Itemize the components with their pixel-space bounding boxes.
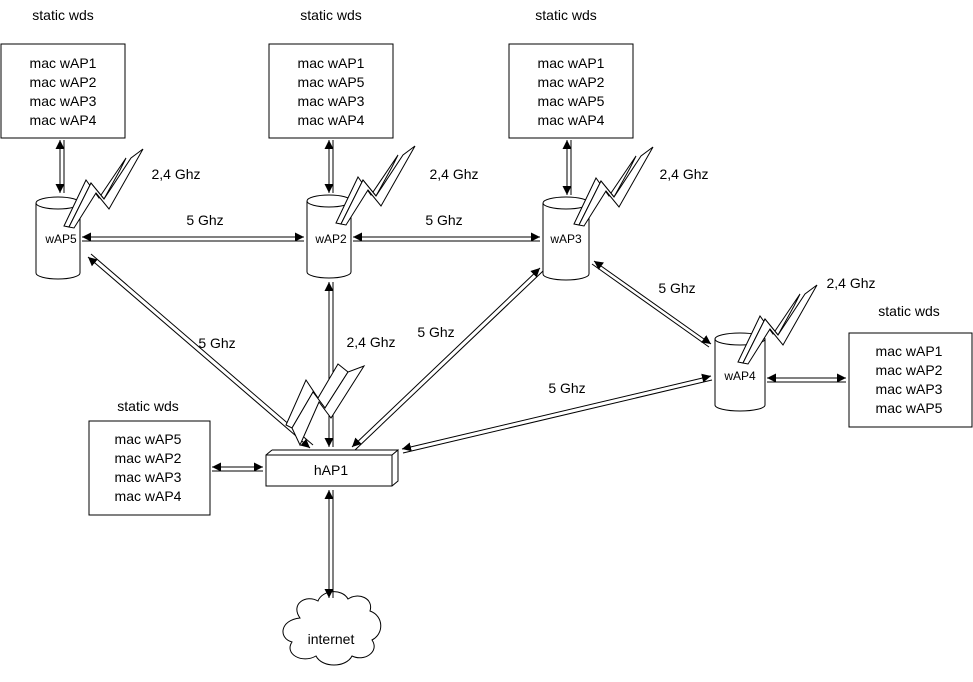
- radio-wap4-icon: [737, 284, 818, 365]
- link-wap5-wap2: [82, 232, 304, 242]
- device-label-wap5: wAP5: [44, 232, 77, 246]
- wds-entry: mac wAP5: [538, 93, 605, 109]
- link-label-wap3-wap4: 5 Ghz: [658, 280, 695, 296]
- wds-title: static wds: [535, 7, 596, 23]
- wds-entry: mac wAP1: [30, 55, 97, 71]
- device-wap5: wAP5: [35, 196, 81, 280]
- wds-box: [508, 43, 634, 139]
- wds-entry: mac wAP5: [298, 74, 365, 90]
- radio-wap5-icon: [63, 148, 144, 229]
- wds-title: static wds: [300, 7, 361, 23]
- radio-hap1-icon: [285, 363, 366, 447]
- wds-entry: mac wAP2: [538, 74, 605, 90]
- device-label-hap1: hAP1: [314, 462, 348, 478]
- device-label-internet: internet: [308, 631, 355, 647]
- wds-entry: mac wAP4: [298, 112, 365, 128]
- wds-entry: mac wAP3: [30, 93, 97, 109]
- wds-entry: mac wAP1: [538, 55, 605, 71]
- wds-entry: mac wAP4: [30, 112, 97, 128]
- link-wap5-hap1: [87, 253, 314, 449]
- link-wap2-hap1: [324, 282, 334, 447]
- wds-entry: mac wAP3: [115, 469, 182, 485]
- radio-wap3-icon: [573, 146, 654, 227]
- radio-label-wap3: 2,4 Ghz: [659, 166, 708, 182]
- wds-entry: mac wAP2: [876, 362, 943, 378]
- wds-entry: mac wAP5: [115, 431, 182, 447]
- wds-entry: mac wAP2: [115, 450, 182, 466]
- wds-table-hap1: static wds mac wAP5 mac wAP2 mac wAP3 ma…: [88, 398, 211, 516]
- radio-wap2-icon: [335, 145, 416, 226]
- link-label-wap2-wap3: 5 Ghz: [425, 212, 462, 228]
- wds-entry: mac wAP4: [115, 488, 182, 504]
- link-wap4-hap1: [401, 373, 713, 454]
- wds-entry: mac wAP3: [876, 381, 943, 397]
- wds-box: [0, 43, 126, 139]
- link-wds-wap5: [55, 140, 65, 193]
- wds-table-wap3: static wds mac wAP1 mac wAP2 mac wAP5 ma…: [508, 7, 634, 139]
- wds-entry: mac wAP5: [876, 400, 943, 416]
- wds-entry: mac wAP1: [876, 343, 943, 359]
- device-hap1: hAP1: [265, 448, 399, 487]
- wds-title: static wds: [32, 7, 93, 23]
- link-wap3-wap4: [591, 260, 712, 348]
- wds-entry: mac wAP4: [538, 112, 605, 128]
- wds-table-wap5: static wds mac wAP1 mac wAP2 mac wAP3 ma…: [0, 7, 126, 139]
- link-label-wap5-wap2: 5 Ghz: [186, 212, 223, 228]
- link-wds-hap1: [212, 462, 263, 472]
- link-label-wap2-hap1: 2,4 Ghz: [346, 334, 395, 350]
- link-wds-wap2: [324, 140, 334, 193]
- link-wap3-hap1: [351, 267, 544, 451]
- wds-box: [848, 332, 973, 428]
- radio-label-wap2: 2,4 Ghz: [429, 166, 478, 182]
- wds-entry: mac wAP1: [298, 55, 365, 71]
- link-label-wap3-hap1: 5 Ghz: [417, 324, 454, 340]
- device-label-wap4: wAP4: [723, 369, 756, 383]
- link-label-wap4-hap1: 5 Ghz: [548, 380, 585, 396]
- link-wds-wap4: [767, 373, 846, 383]
- device-wap2: wAP2: [306, 194, 352, 279]
- radio-label-wap5: 2,4 Ghz: [151, 166, 200, 182]
- link-wap2-wap3: [353, 232, 540, 242]
- wds-entry: mac wAP2: [30, 74, 97, 90]
- device-wap4: wAP4: [714, 332, 766, 412]
- link-label-wap5-hap1: 5 Ghz: [198, 335, 235, 351]
- wds-box: [268, 43, 394, 139]
- link-wds-wap3: [562, 140, 572, 195]
- radio-label-wap4: 2,4 Ghz: [826, 275, 875, 291]
- link-hap1-internet: [324, 490, 334, 598]
- wds-entry: mac wAP3: [298, 93, 365, 109]
- links: [55, 140, 846, 598]
- wds-title: static wds: [878, 303, 939, 319]
- wds-table-wap4: static wds mac wAP1 mac wAP2 mac wAP3 ma…: [848, 303, 973, 428]
- device-label-wap3: wAP3: [549, 232, 582, 246]
- wds-table-wap2: static wds mac wAP1 mac wAP5 mac wAP3 ma…: [268, 7, 394, 139]
- wds-title: static wds: [117, 398, 178, 414]
- cloud-internet: internet: [282, 591, 382, 666]
- device-label-wap2: wAP2: [314, 232, 347, 246]
